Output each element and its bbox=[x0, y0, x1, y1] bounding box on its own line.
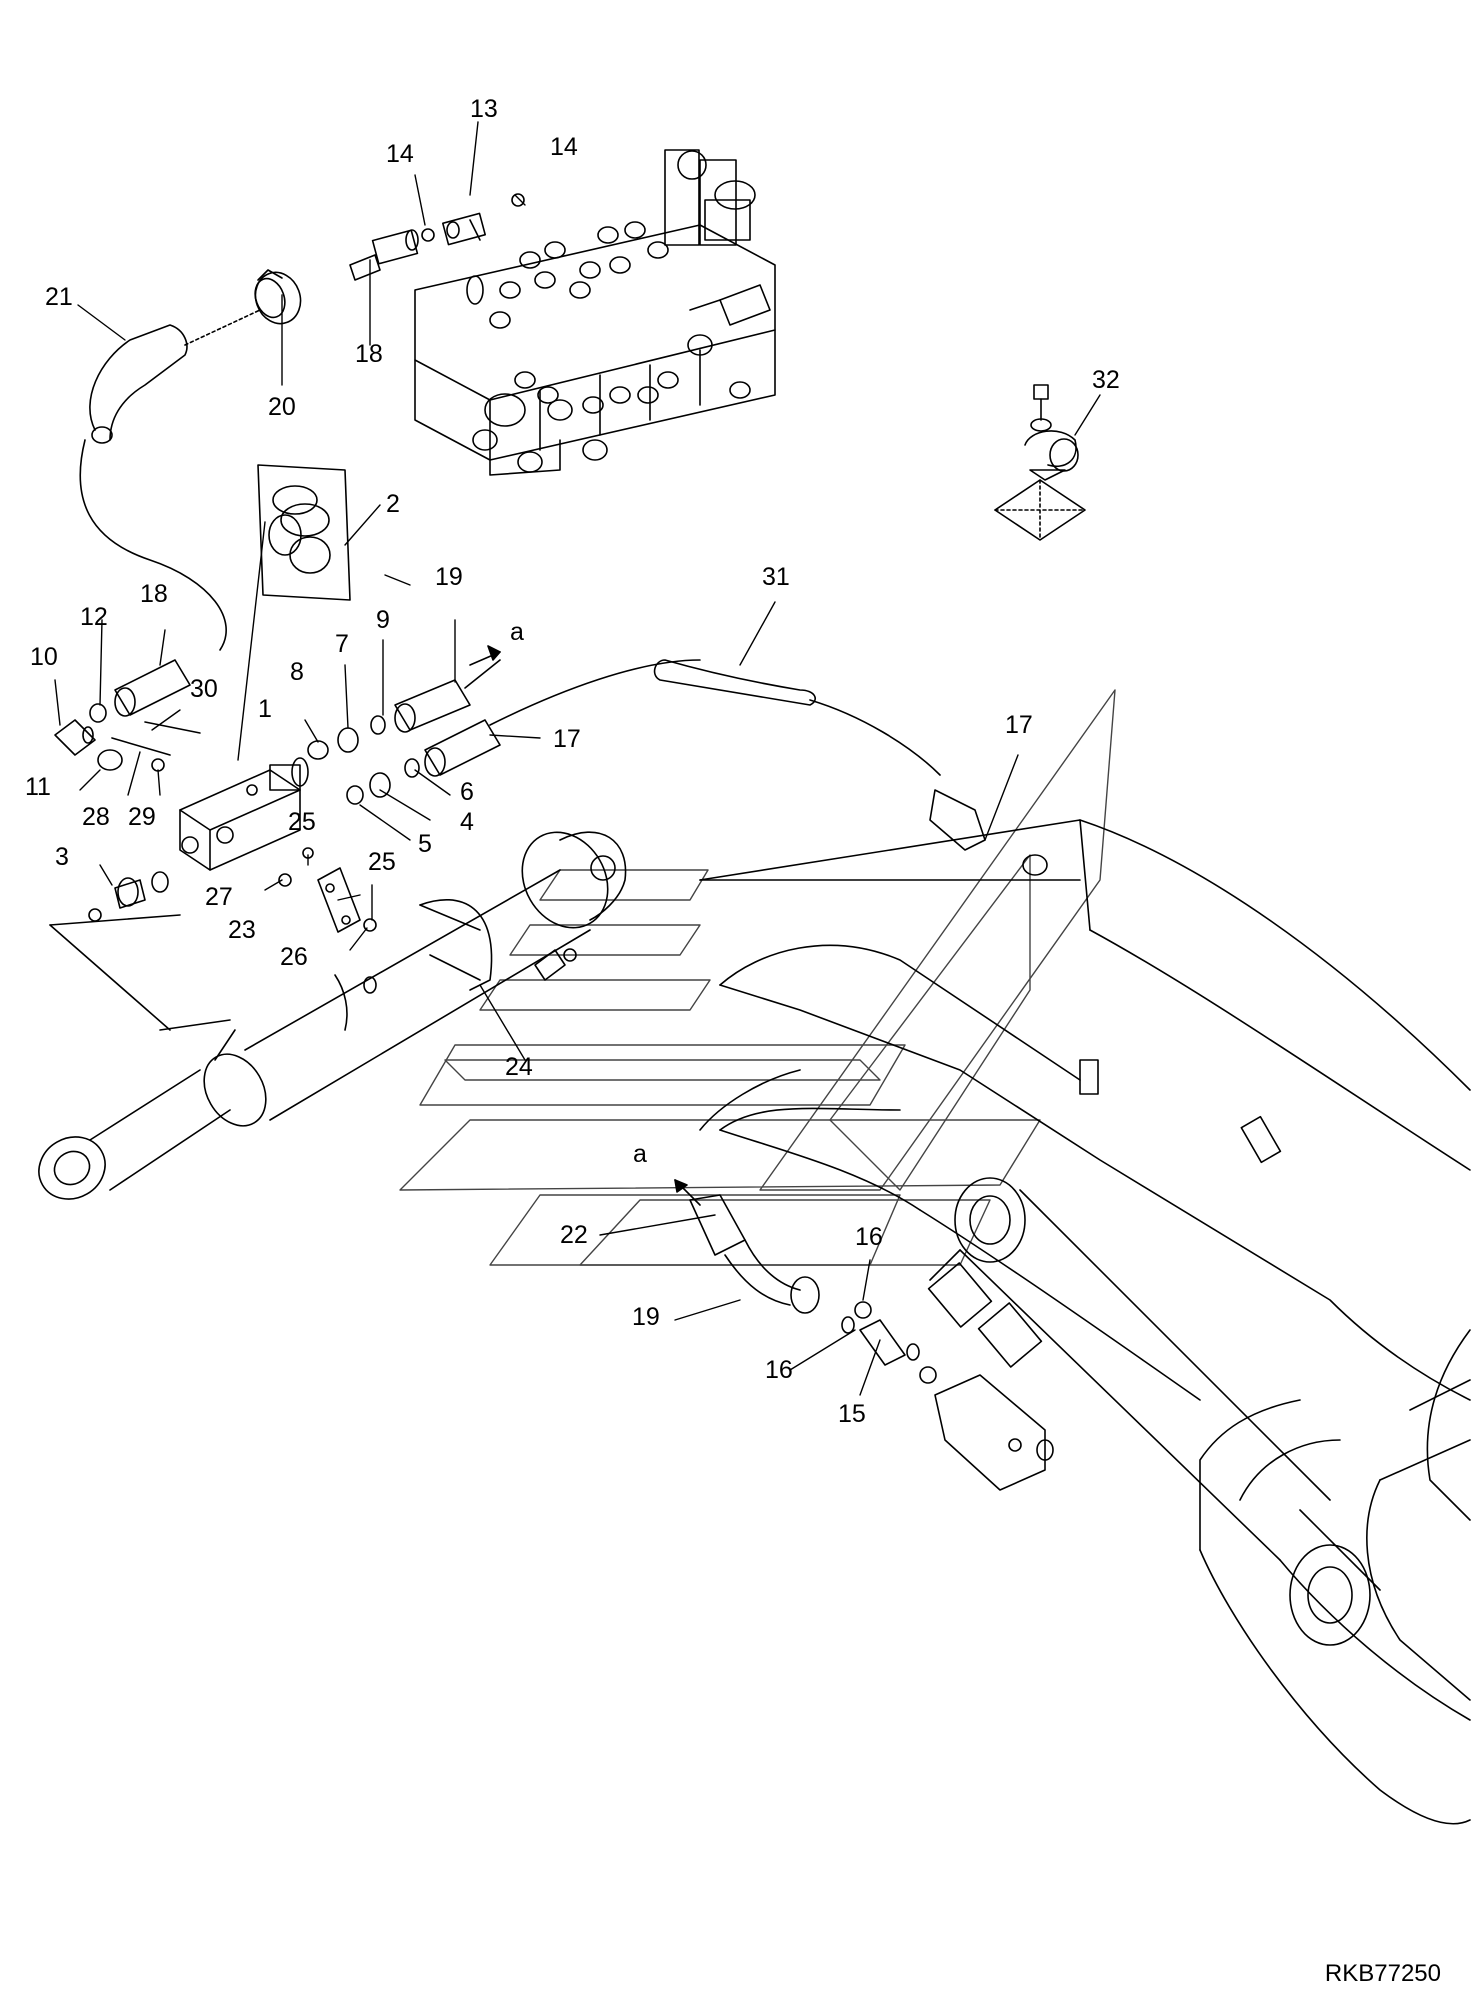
callout-1: 1 bbox=[258, 695, 272, 723]
callout-17a: 17 bbox=[553, 725, 581, 753]
callout-18b: 18 bbox=[355, 340, 383, 368]
arrow-a-upper bbox=[469, 645, 501, 666]
callout-32: 32 bbox=[1092, 366, 1120, 394]
callout-16a: 16 bbox=[855, 1223, 883, 1251]
hose-21 bbox=[79, 309, 261, 651]
valve-block-assembly bbox=[54, 659, 701, 991]
watermark-logo bbox=[399, 689, 1116, 1266]
callout-26: 26 bbox=[280, 943, 308, 971]
callout-21: 21 bbox=[45, 283, 73, 311]
clamp-32 bbox=[994, 384, 1086, 541]
callout-6: 6 bbox=[460, 778, 474, 806]
callout-29: 29 bbox=[128, 803, 156, 831]
arm-cylinder bbox=[38, 831, 627, 1200]
callout-a-upper: a bbox=[510, 618, 524, 646]
callout-19b: 19 bbox=[632, 1303, 660, 1331]
callout-23: 23 bbox=[228, 916, 256, 944]
callout-15: 15 bbox=[838, 1400, 866, 1428]
callout-7: 7 bbox=[335, 630, 349, 658]
callout-5: 5 bbox=[418, 830, 432, 858]
arrow-a-lower bbox=[674, 1179, 701, 1206]
callout-22: 22 bbox=[560, 1221, 588, 1249]
callout-17b: 17 bbox=[1005, 711, 1033, 739]
boom-cylinder bbox=[927, 1177, 1371, 1646]
callout-30: 30 bbox=[190, 675, 218, 703]
callout-a-lower: a bbox=[633, 1140, 647, 1168]
drawing-reference-number: RKB77250 bbox=[1324, 1960, 1441, 1987]
callout-14a: 14 bbox=[386, 140, 414, 168]
callout-labels: 1 2 3 4 5 6 7 8 9 10 11 12 13 14 14 15 1… bbox=[25, 95, 1120, 1428]
callout-10: 10 bbox=[30, 643, 58, 671]
leader-lines bbox=[54, 121, 1101, 1396]
callout-14b: 14 bbox=[550, 133, 578, 161]
callout-11: 11 bbox=[25, 773, 51, 801]
hose-31 bbox=[653, 659, 1048, 876]
callout-16b: 16 bbox=[765, 1356, 793, 1384]
callout-20: 20 bbox=[268, 393, 296, 421]
boom-arm-outline bbox=[699, 819, 1471, 1825]
callout-27: 27 bbox=[205, 883, 233, 911]
callout-3: 3 bbox=[55, 843, 69, 871]
callout-25a: 25 bbox=[288, 808, 316, 836]
callout-2: 2 bbox=[386, 490, 400, 518]
callout-31: 31 bbox=[762, 563, 790, 591]
control-valve bbox=[414, 149, 776, 476]
callout-13: 13 bbox=[470, 95, 498, 123]
callout-18a: 18 bbox=[140, 580, 168, 608]
callout-24: 24 bbox=[505, 1053, 533, 1081]
callout-12: 12 bbox=[80, 603, 108, 631]
fittings-upper bbox=[254, 193, 525, 325]
callout-4: 4 bbox=[460, 808, 474, 836]
callout-9: 9 bbox=[376, 606, 390, 634]
callout-28: 28 bbox=[82, 803, 110, 831]
callout-8: 8 bbox=[290, 658, 304, 686]
callout-19a: 19 bbox=[435, 563, 463, 591]
seal-kit-bag bbox=[257, 464, 351, 601]
fittings-lower bbox=[689, 1194, 1054, 1491]
callout-25b: 25 bbox=[368, 848, 396, 876]
